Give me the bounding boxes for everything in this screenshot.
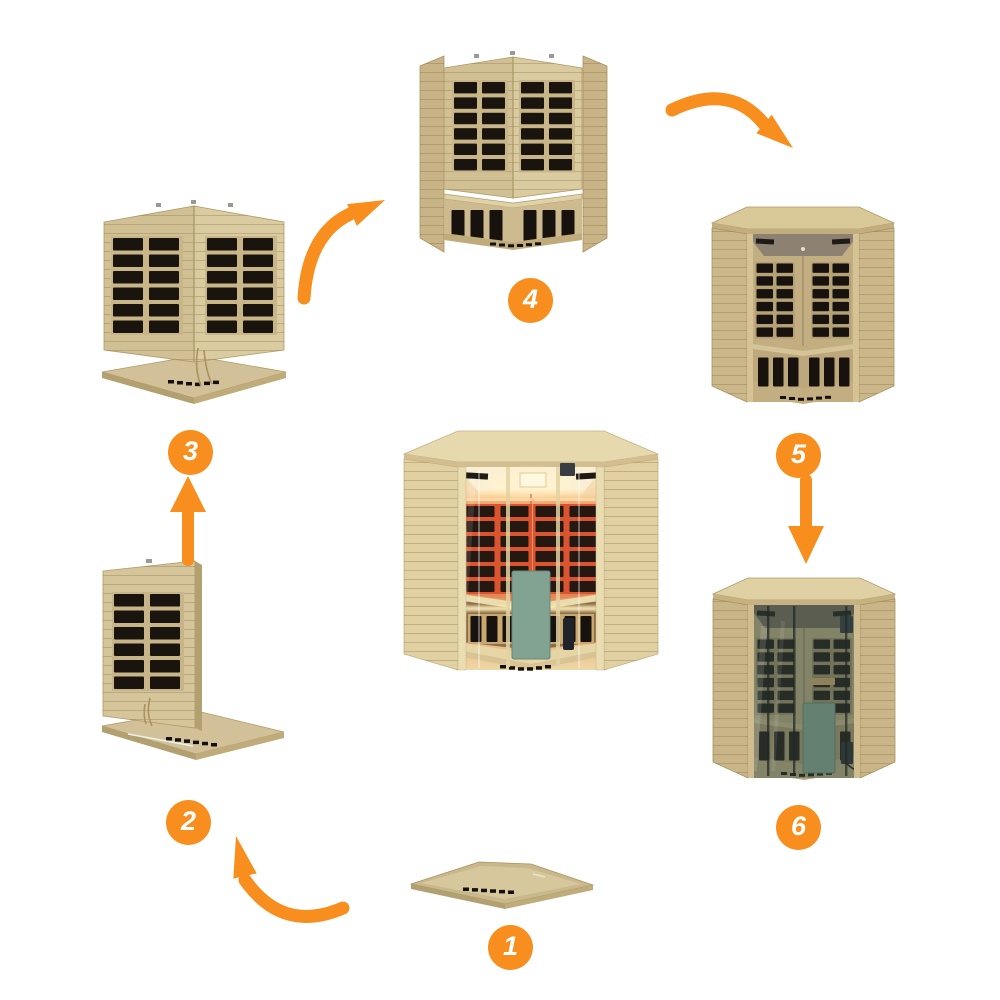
arrow-step1-to-step2-icon (225, 828, 355, 933)
step-1-illustration (409, 861, 595, 909)
step-6-item (709, 566, 899, 796)
step-5-badge: 5 (776, 433, 821, 478)
step-2-illustration (101, 559, 285, 760)
glass-tint-overlay (748, 605, 860, 778)
finished-sauna-illustration (402, 430, 660, 671)
finished-sauna-item (400, 418, 662, 694)
step-5-illustration (710, 206, 896, 404)
speaker-left (465, 472, 489, 480)
floor-vent-holes (463, 887, 514, 894)
arrow-step3-to-step4-icon (292, 182, 400, 312)
step-6-badge: 6 (776, 805, 821, 850)
arrow-step2-to-step3-icon (160, 470, 216, 575)
step-3-illustration (101, 200, 287, 404)
step-2-number: 2 (180, 806, 197, 836)
step-4-item (416, 46, 611, 264)
step-3-badge: 3 (168, 430, 213, 475)
step-6-number: 6 (790, 811, 807, 841)
door-green-panel (511, 570, 551, 660)
step-3-number: 3 (182, 436, 199, 466)
step-6-illustration (711, 577, 897, 780)
arrow-step4-to-step5-icon (662, 80, 802, 165)
step-4-badge: 4 (508, 278, 553, 323)
ceiling-light (519, 472, 547, 488)
step-2-badge: 2 (166, 800, 211, 845)
door-handle (563, 618, 574, 650)
speaker-right (575, 472, 599, 480)
arrow-step5-to-step6-icon (778, 468, 834, 578)
step-5-number: 5 (790, 439, 807, 469)
step-4-illustration (419, 51, 608, 253)
step-2-item (98, 558, 288, 776)
door-green-panel (802, 702, 836, 774)
step-3-item (98, 198, 290, 412)
step-1-item (405, 852, 600, 912)
control-box (560, 463, 575, 476)
heater-panel-grid (112, 592, 184, 691)
step-5-item (708, 196, 898, 420)
step-4-number: 4 (522, 284, 539, 314)
step-1-badge: 1 (488, 925, 533, 970)
step-1-number: 1 (502, 931, 519, 961)
